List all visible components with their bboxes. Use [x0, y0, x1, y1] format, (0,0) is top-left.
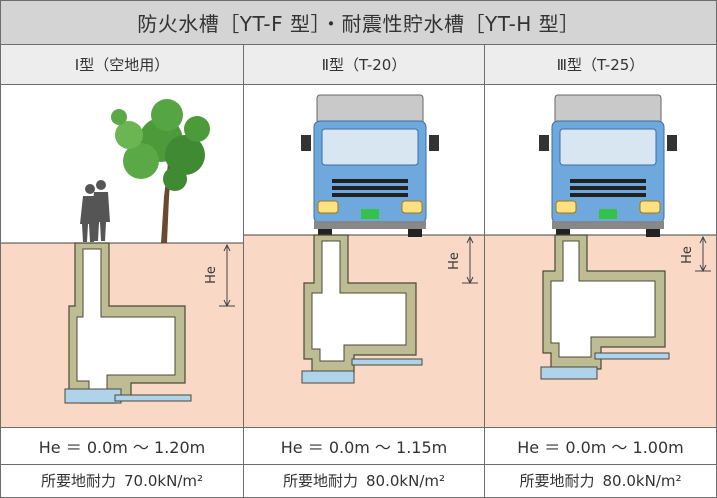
he-range: He ＝ 0.0m ～ 1.15m [244, 427, 484, 465]
he-range: He ＝ 0.0m ～ 1.20m [1, 427, 243, 465]
tank-structure [540, 234, 670, 380]
column-type-3: Ⅲ型（T-25） [485, 45, 716, 497]
type-label: Ⅱ型（T-20） [244, 45, 484, 85]
people-icon [80, 180, 110, 242]
column-type-1: Ⅰ型（空地用） [1, 45, 243, 497]
truck-icon [301, 94, 439, 237]
type-label: Ⅰ型（空地用） [1, 45, 243, 85]
bearing-capacity-label: 所要地耐力 [41, 472, 117, 490]
divider [243, 45, 244, 497]
column-type-2: Ⅱ型（T-20） [244, 45, 484, 497]
he-label: He [447, 252, 462, 270]
bearing-capacity: 所要地耐力 70.0kN/m² [1, 464, 243, 497]
tree-icon [111, 99, 210, 243]
dimension-he [219, 243, 235, 308]
tank-structure [64, 242, 192, 404]
page-title: 防火水槽［YT-F 型］・耐震性貯水槽［YT-H 型］ [1, 1, 716, 45]
he-label: He [680, 246, 695, 264]
tank-structure [301, 234, 423, 384]
truck-icon [539, 94, 677, 237]
divider [484, 45, 485, 497]
bearing-capacity-label: 所要地耐力 [283, 472, 359, 490]
he-label: He [204, 266, 219, 284]
dimension-he [695, 235, 711, 273]
scene-type-3: He [485, 85, 716, 427]
bearing-capacity: 所要地耐力 80.0kN/m² [485, 464, 716, 497]
bearing-capacity-value: 80.0kN/m² [602, 471, 682, 490]
he-range: He ＝ 0.0m ～ 1.00m [485, 427, 716, 465]
dimension-he [462, 235, 478, 285]
bearing-capacity-value: 70.0kN/m² [124, 471, 203, 490]
type-label: Ⅲ型（T-25） [485, 45, 716, 85]
scene-type-2: He [244, 85, 484, 427]
bearing-capacity-value: 80.0kN/m² [366, 471, 445, 490]
bearing-capacity: 所要地耐力 80.0kN/m² [244, 464, 484, 497]
scene-type-1: He [1, 85, 243, 427]
bearing-capacity-label: 所要地耐力 [519, 472, 595, 490]
